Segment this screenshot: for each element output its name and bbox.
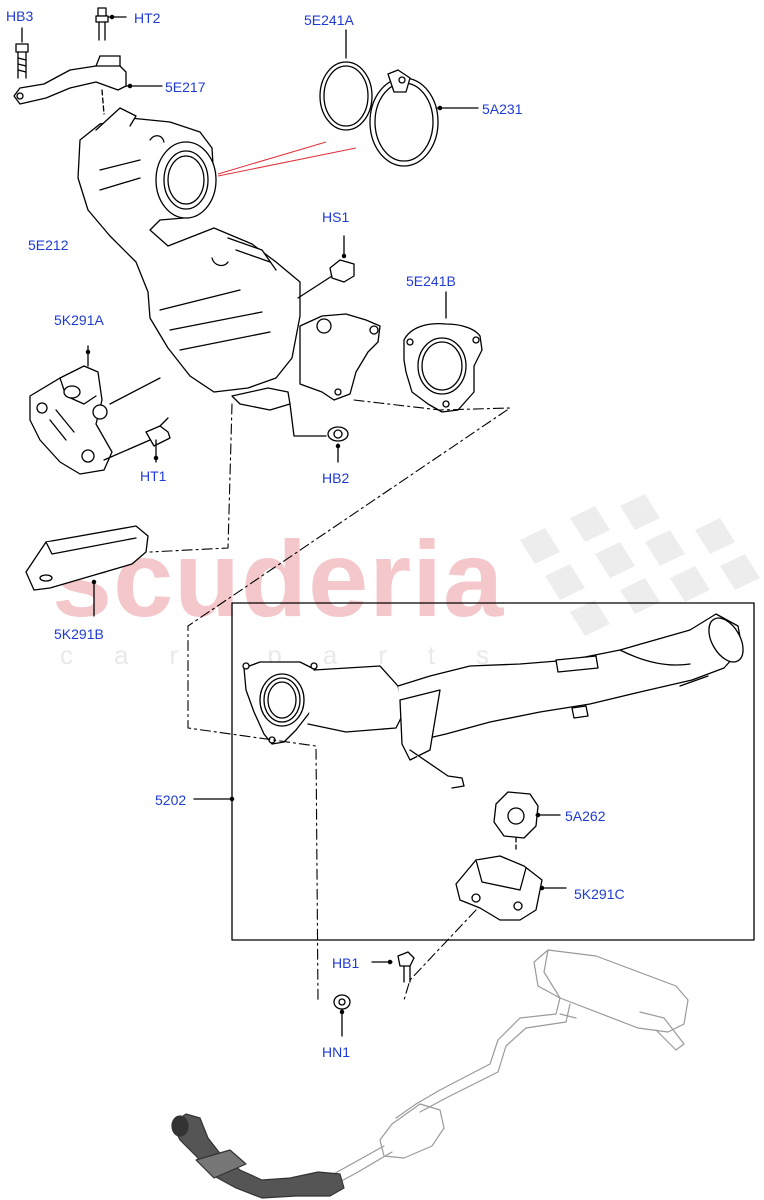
callout-ht1: HT1	[140, 468, 167, 484]
downpipe-overview	[171, 1113, 345, 1199]
downpipe-5202	[242, 613, 744, 789]
callout-5e241a: 5E241A	[304, 12, 354, 28]
callout-hb2: HB2	[322, 470, 350, 486]
callout-hb3: HB3	[6, 8, 34, 24]
catalytic-converter-5e212	[77, 107, 301, 393]
callout-5k291c: 5K291C	[574, 886, 625, 902]
mount-5a262	[493, 791, 561, 853]
bolt-hb3	[15, 27, 29, 79]
callout-5k291b: 5K291B	[54, 626, 104, 642]
converter-outlet-flange	[299, 313, 381, 401]
stud-ht1	[145, 417, 171, 463]
callout-5a262: 5A262	[565, 808, 606, 824]
heatshield-5k291b	[25, 525, 149, 617]
callout-hn1: HN1	[322, 1044, 351, 1060]
bolt-hb2	[327, 426, 349, 463]
stud-ht2	[95, 7, 127, 41]
clamp-5a231	[369, 69, 479, 167]
callout-5202: 5202	[155, 792, 187, 808]
exhaust-system-overview	[329, 949, 689, 1185]
callout-5a231: 5A231	[482, 101, 523, 117]
callout-5e241b: 5E241B	[406, 273, 456, 289]
bolt-hb1	[371, 951, 415, 983]
callout-hb1: HB1	[332, 955, 360, 971]
bracket-5e217	[13, 55, 163, 105]
nut-hn1	[333, 994, 351, 1037]
bracket-5k291c	[455, 855, 567, 921]
callout-5e212: 5E212	[28, 237, 69, 253]
watermark-flag	[520, 494, 760, 636]
gasket-5e241a	[319, 29, 373, 131]
bracket-5k291a	[29, 345, 161, 475]
callout-5k291a: 5K291A	[54, 312, 104, 328]
bolt-hs1	[297, 235, 355, 299]
callout-ht2: HT2	[134, 10, 161, 26]
callout-5e217: 5E217	[165, 79, 206, 95]
assembly-box-5202	[231, 602, 755, 941]
gasket-5e241b	[403, 291, 483, 413]
callout-hs1: HS1	[322, 209, 350, 225]
